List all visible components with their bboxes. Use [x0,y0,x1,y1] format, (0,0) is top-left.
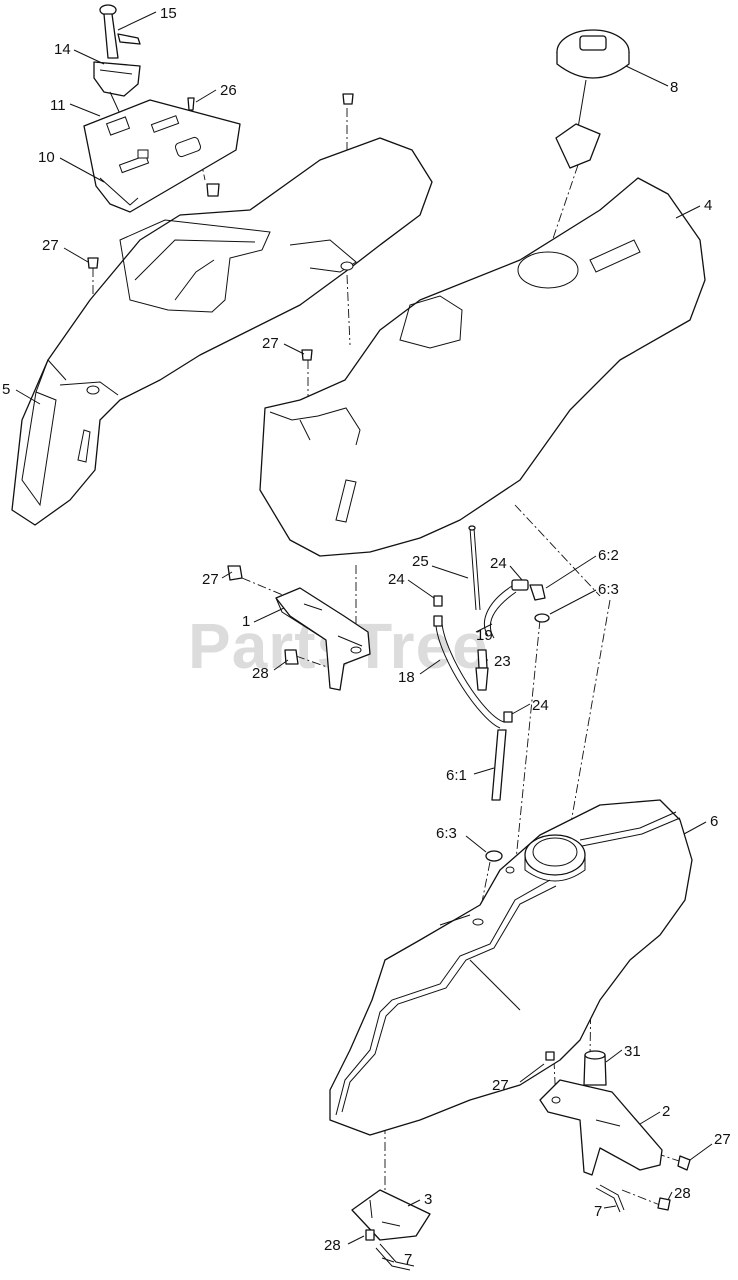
callout-27: 27 [492,1077,509,1094]
part-lever-assembly [93,4,141,141]
callout-27: 27 [42,237,59,254]
callout-14: 14 [54,41,71,58]
callout-27: 27 [262,335,279,352]
callout-28: 28 [674,1185,691,1202]
callout-1: 1 [242,613,250,630]
callout-10: 10 [38,149,55,166]
callout-25: 25 [412,553,429,570]
part-fuel-tank [329,799,693,1136]
callout-28: 28 [324,1237,341,1254]
part-bracket-plate [83,97,241,213]
callout-23: 23 [494,653,511,670]
callout-6-2: 6:2 [598,547,619,564]
callout-8: 8 [670,79,678,96]
callout-7: 7 [404,1251,412,1268]
callout-6-1: 6:1 [446,767,467,784]
callout-24: 24 [490,555,507,572]
callout-27: 27 [714,1131,731,1148]
callout-24: 24 [532,697,549,714]
callout-18: 18 [398,669,415,686]
callout-6-3: 6:3 [436,825,457,842]
callout-19: 19 [476,627,493,644]
callout-6: 6 [710,813,718,830]
part-fuel-cap [555,29,630,169]
callout-24: 24 [388,571,405,588]
callout-15: 15 [160,5,177,22]
callout-2: 2 [662,1103,670,1120]
part-lower-bracket [539,1050,691,1213]
part-mount-bracket [87,93,371,691]
part-side-fender [11,137,433,526]
callout-27: 27 [202,571,219,588]
callout-6-3: 6:3 [598,581,619,598]
part-fuel-lines [433,525,550,862]
callout-11: 11 [50,97,66,114]
callout-28: 28 [252,665,269,682]
callout-3: 3 [424,1191,432,1208]
callout-7: 7 [594,1203,602,1220]
callout-5: 5 [2,381,10,398]
callout-4: 4 [704,197,712,214]
callout-labels: 15 14 26 11 10 8 4 27 5 27 27 1 28 25 24… [2,5,731,1268]
callout-31: 31 [624,1043,641,1060]
part-tank-cover [259,177,706,557]
callout-26: 26 [220,82,237,99]
leader-lines [15,11,713,1263]
part-lower-clip [351,1189,431,1271]
